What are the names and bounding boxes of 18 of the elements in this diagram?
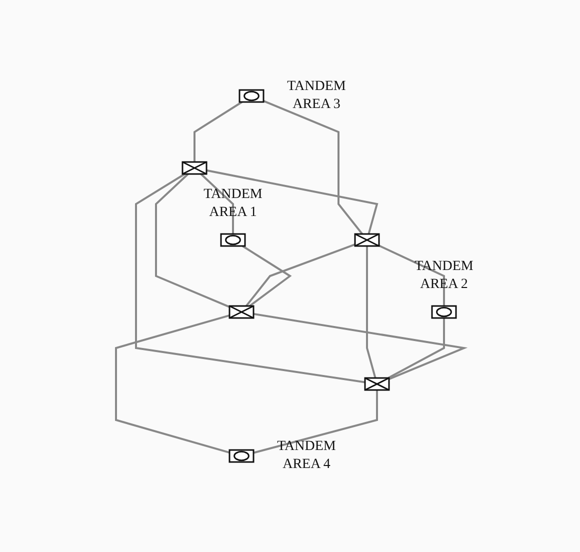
connector — [115, 314, 230, 454]
connector — [253, 312, 468, 380]
connector — [155, 173, 230, 308]
connector — [388, 318, 445, 379]
area-label: TANDEM AREA 3 — [286, 78, 347, 114]
connector — [194, 101, 243, 162]
connector — [200, 173, 234, 234]
connector — [366, 246, 376, 378]
connector — [245, 244, 356, 307]
connector — [206, 169, 378, 234]
connector — [378, 244, 445, 306]
connector — [135, 173, 366, 384]
connector — [253, 390, 378, 454]
area-label: TANDEM AREA 1 — [202, 186, 264, 222]
area-label: TANDEM AREA 4 — [276, 438, 337, 474]
connector — [263, 100, 364, 235]
area-label: TANDEM AREA 2 — [414, 258, 474, 294]
connector — [242, 245, 292, 307]
